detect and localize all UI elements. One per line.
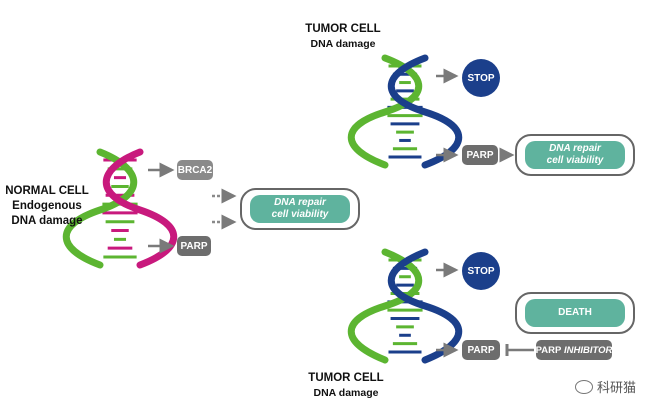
outcome-normal-line1: DNA repair — [274, 197, 326, 208]
death-outcome: DEATH — [515, 292, 635, 334]
normal-cell-line3: DNA damage — [11, 215, 83, 227]
parp-inhibitor-prefix: PARP — [535, 344, 562, 356]
outcome-top-line2: cell viability — [546, 155, 604, 166]
tumor-top-label: TUMOR CELL DNA damage — [298, 22, 388, 52]
stop-badge-bottom: STOP — [462, 252, 500, 290]
parp-pill-normal: PARP — [177, 236, 211, 256]
watermark-text: 科研猫 — [596, 380, 636, 395]
normal-cell-title: NORMAL CELL — [5, 185, 89, 197]
brca2-pill: BRCA2 — [177, 160, 213, 180]
tumor-bottom-dna-helix-icon — [348, 248, 462, 364]
death-label: DEATH — [558, 307, 592, 318]
normal-cell-line2: Endogenous — [12, 200, 82, 212]
watermark: 科研猫 — [574, 377, 636, 396]
outcome-top-line1: DNA repair — [549, 143, 601, 154]
tumor-bottom-title: TUMOR CELL — [308, 372, 384, 384]
tumor-bottom-subtitle: DNA damage — [313, 387, 379, 399]
parp-inhibitor-word: INHIBITOR — [563, 344, 613, 356]
tumor-top-subtitle: DNA damage — [310, 38, 376, 50]
parp-inhibitor-pill: PARP INHIBITOR — [536, 340, 612, 360]
chat-bubble-icon — [574, 379, 593, 394]
dna-repair-outcome-normal: DNA repair cell viability — [240, 188, 360, 230]
normal-cell-label: NORMAL CELL Endogenous DNA damage — [4, 184, 90, 229]
tumor-bottom-label: TUMOR CELL DNA damage — [300, 371, 392, 401]
outcome-normal-line2: cell viability — [271, 209, 329, 220]
dna-repair-outcome-top: DNA repair cell viability — [515, 134, 635, 176]
tumor-top-title: TUMOR CELL — [305, 23, 381, 35]
parp-pill-bottom: PARP — [462, 340, 500, 360]
tumor-top-dna-helix-icon — [348, 54, 462, 169]
parp-pill-top: PARP — [462, 145, 498, 165]
stop-badge-top: STOP — [462, 59, 500, 97]
